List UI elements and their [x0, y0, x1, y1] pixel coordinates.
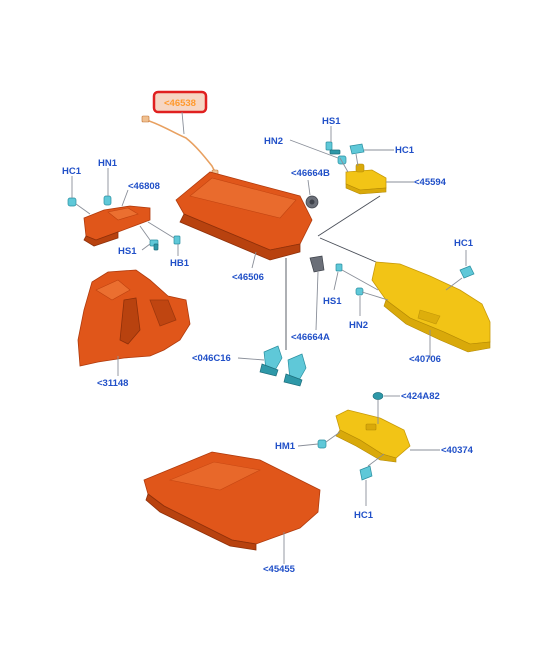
leader-hc1-bottom-to-part [367, 453, 385, 467]
part-label-46506[interactable]: <46506 [232, 272, 264, 283]
part-label-46808[interactable]: <46808 [128, 181, 160, 192]
part-label-hn2-mid[interactable]: HN2 [349, 320, 368, 331]
leader-hc1-right-to-part [445, 277, 463, 291]
leader-46664b [307, 179, 311, 196]
connector-line-shelf-45594 [317, 195, 381, 237]
part-label-hs1-top[interactable]: HS1 [322, 116, 341, 127]
part-40706-yellow-panel[interactable] [371, 261, 491, 353]
part-label-hs1-mid[interactable]: HS1 [323, 296, 342, 307]
clip-hc1-right[interactable] [459, 265, 475, 279]
part-45455-load-floor[interactable] [143, 451, 321, 551]
part-label-40374[interactable]: <40374 [441, 445, 474, 456]
clip-hc1-top-right[interactable] [349, 143, 365, 155]
part-46664b-fastener[interactable] [305, 195, 319, 209]
leader-hm1-to-part [325, 431, 341, 443]
leader-46808 [121, 189, 129, 207]
part-31148-side-trim[interactable] [77, 269, 191, 367]
leader-hm1 [297, 443, 319, 447]
part-label-hc1-bottom[interactable]: HC1 [354, 510, 374, 521]
part-46808-bracket[interactable] [83, 205, 151, 247]
part-label-hm1[interactable]: HM1 [275, 441, 296, 452]
part-label-hn1-left[interactable]: HN1 [98, 158, 118, 169]
leader-hs1-mid [333, 271, 339, 291]
part-label-046c16[interactable]: <046C16 [192, 353, 231, 364]
clip-hb1[interactable] [173, 235, 181, 245]
leader-mid-clips-to-40706 [341, 269, 389, 301]
part-46664a-bracket[interactable] [309, 255, 325, 273]
part-label-hc1-top-right[interactable]: HC1 [395, 145, 415, 156]
part-label-46664a[interactable]: <46664A [291, 332, 330, 343]
clip-hn1-left[interactable] [103, 195, 112, 206]
part-424a82-grommet[interactable] [372, 392, 384, 400]
part-label-hc1-left[interactable]: HC1 [62, 166, 82, 177]
clip-hm1[interactable] [317, 439, 327, 449]
part-label-45594[interactable]: <45594 [414, 177, 447, 188]
highlight-box [152, 90, 208, 114]
clip-hn2-top[interactable] [337, 155, 347, 165]
part-label-hc1-right[interactable]: HC1 [454, 238, 474, 249]
part-label-31148[interactable]: <31148 [97, 378, 128, 389]
leader-046c16 [237, 357, 265, 361]
part-label-424a82[interactable]: <424A82 [401, 391, 440, 402]
clip-hc1-bottom[interactable] [359, 465, 373, 481]
clip-hs1-mid[interactable] [335, 263, 343, 272]
part-46506-shelf[interactable] [175, 171, 313, 261]
part-45594-bracket[interactable] [345, 163, 387, 195]
leader-hs1-left [141, 243, 151, 251]
callout-46538[interactable]: <46538 [152, 90, 208, 114]
part-label-45455[interactable]: <45455 [263, 564, 296, 575]
connector-line-shelf-40706 [319, 237, 377, 263]
part-label-40706[interactable]: <40706 [409, 354, 441, 365]
part-label-46664b[interactable]: <46664B [291, 168, 330, 179]
part-046c16-brackets[interactable] [259, 345, 307, 387]
part-label-hs1-left[interactable]: HS1 [118, 246, 137, 257]
leader-46538 [181, 111, 185, 135]
part-label-hb1[interactable]: HB1 [170, 258, 190, 269]
part-label-hn2-top[interactable]: HN2 [264, 136, 283, 147]
leader-hc1-left-to-part [75, 203, 91, 215]
leader-46506 [251, 251, 257, 269]
wire-46538 [141, 115, 219, 178]
leader-46664a [315, 271, 319, 331]
clip-hs1-left[interactable] [149, 239, 159, 251]
part-40374-yellow-bracket[interactable] [335, 409, 411, 463]
leader-46808-to-clips [139, 221, 175, 241]
leader-clips-to-45594 [339, 153, 359, 173]
part-label-46538[interactable]: <46538 [164, 98, 196, 109]
clip-hc1-left[interactable] [67, 197, 77, 207]
clip-hs1-top[interactable] [325, 141, 341, 155]
leader-hn2-top [289, 139, 339, 159]
clip-hn2-mid[interactable] [355, 287, 364, 296]
